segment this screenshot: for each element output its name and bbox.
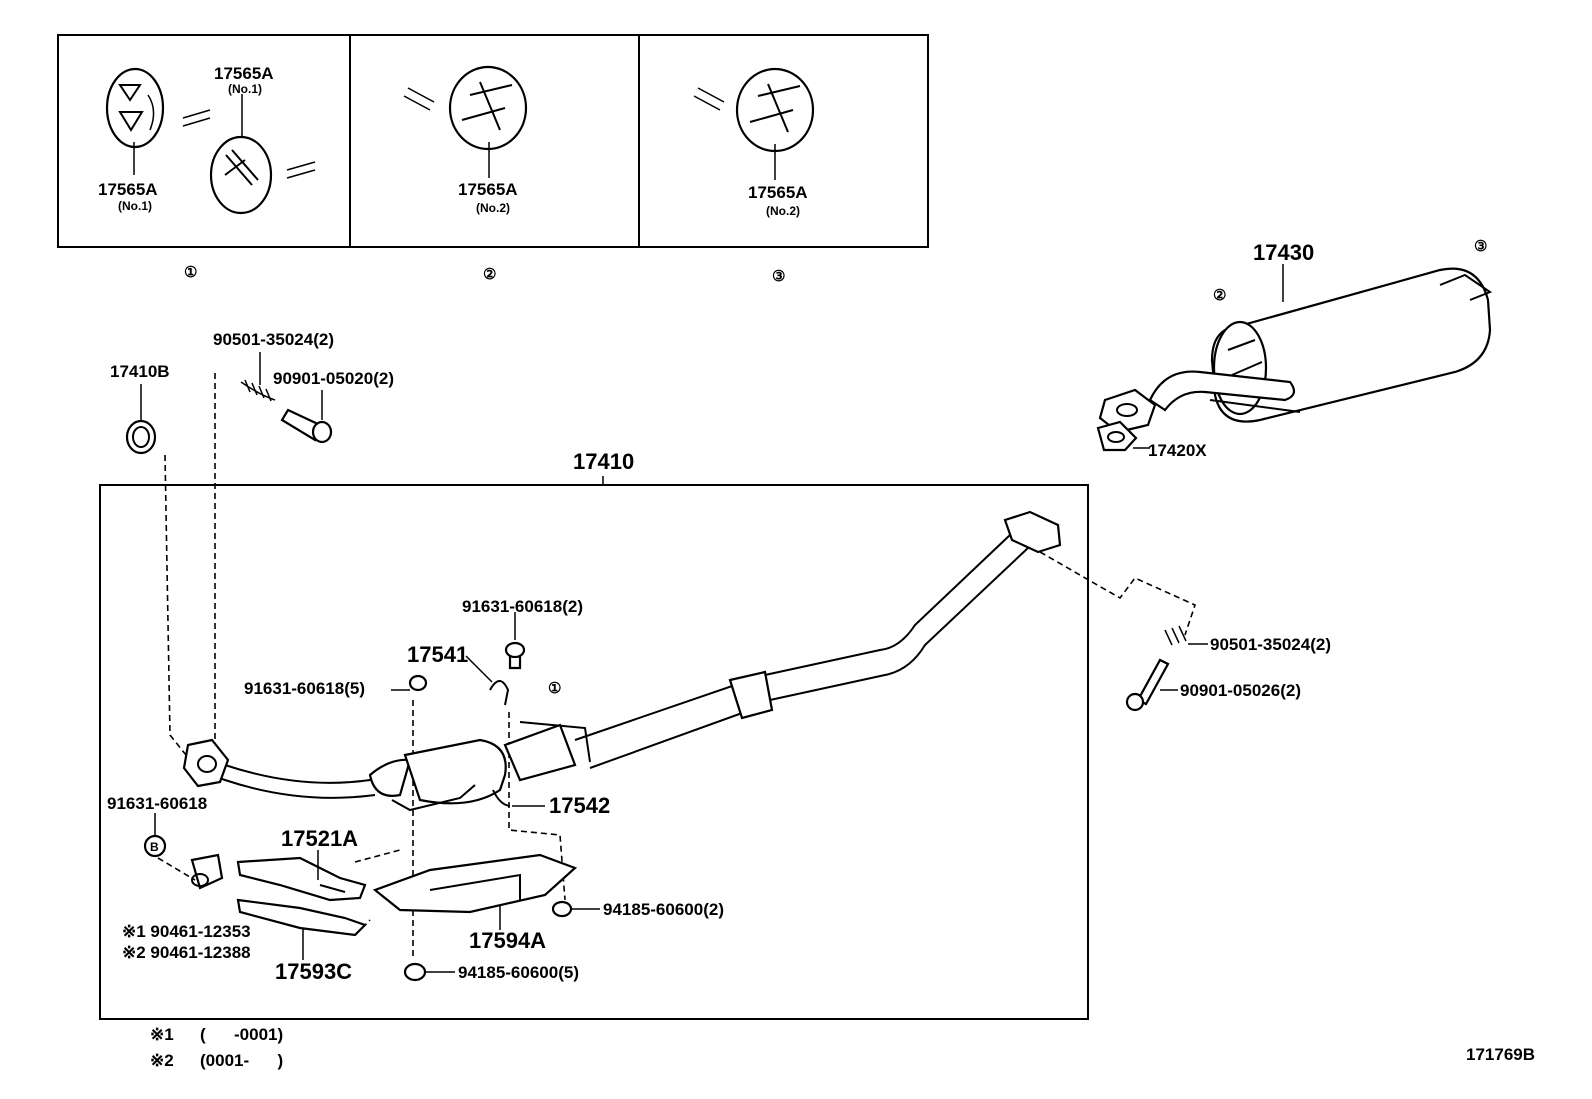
footnote-mark: ※2 xyxy=(150,1051,174,1070)
front-hardware xyxy=(125,352,333,455)
nut-icon xyxy=(403,962,427,982)
part-number-bolt-rear: 90901-05026(2) xyxy=(1180,681,1301,700)
flange-icon xyxy=(182,738,230,788)
footnotes: ※1 ( -0001) ※2 (0001- ) xyxy=(150,1025,283,1070)
inset-label-part: 17565A xyxy=(748,183,808,202)
heat-insulator-icon xyxy=(236,856,367,902)
inset-callout: ③ xyxy=(772,268,785,285)
exhaust-pipe xyxy=(182,510,1062,812)
part-number-spring-rear: 90501-35024(2) xyxy=(1210,635,1331,654)
part-number-clamp-1: ※1 90461-12353 xyxy=(122,922,251,941)
part-number-bolt-front: 90901-05020(2) xyxy=(273,369,394,388)
callout-b: B xyxy=(150,840,159,854)
hanger-rubber-icon xyxy=(448,65,528,151)
inset-label-part: 17565A xyxy=(458,180,518,199)
clamp-icon xyxy=(492,789,511,807)
screw-icon xyxy=(408,674,428,692)
part-number-clamp-lower: 17542 xyxy=(549,793,610,818)
callout-1: ① xyxy=(548,680,561,697)
heat-insulators xyxy=(143,813,600,982)
nut-icon xyxy=(551,900,573,918)
inset-frame xyxy=(57,34,929,248)
footnote-range: (0001- ) xyxy=(200,1051,283,1070)
part-number-screw-left: 91631-60618(5) xyxy=(244,679,365,698)
rear-hardware xyxy=(1125,625,1208,712)
inset-label-note: (No.2) xyxy=(476,201,510,215)
inset-panels: 17565A (No.1) 17565A (No.1) 17565A (No.2… xyxy=(57,34,929,285)
inset-label-part: 17565A xyxy=(98,180,158,199)
part-number-heat-insulator-b: 17594A xyxy=(469,928,546,953)
heat-insulator-icon xyxy=(236,898,368,937)
part-number-nut-right: 94185-60600(2) xyxy=(603,900,724,919)
inset-label-note: (No.1) xyxy=(118,199,152,213)
part-number-gasket-rear: 17420X xyxy=(1148,441,1207,460)
inset-panel-1: 17565A (No.1) 17565A (No.1) xyxy=(98,64,316,215)
part-number-screw-b: 91631-60618 xyxy=(107,794,207,813)
footnote-mark: ※1 xyxy=(150,1025,174,1044)
inset-panel-3: 17565A (No.2) xyxy=(693,67,815,218)
part-number-gasket-front: 17410B xyxy=(110,362,170,381)
small-hardware xyxy=(391,612,545,807)
catalytic-converter-icon xyxy=(403,738,507,805)
spring-icon xyxy=(240,381,276,401)
part-number-heat-insulator-a: 17521A xyxy=(281,826,358,851)
figure-id: 171769B xyxy=(1466,1045,1535,1064)
part-number-heat-insulator-c: 17593C xyxy=(275,959,352,984)
inset-label-note: (No.1) xyxy=(228,82,262,96)
gasket-icon xyxy=(125,419,157,455)
part-number-bracket-upper: 17541 xyxy=(407,642,468,667)
bracket-icon xyxy=(489,680,510,706)
muffler-assembly xyxy=(1096,264,1493,452)
inset-panel-2: 17565A (No.2) xyxy=(403,65,528,215)
spring-icon xyxy=(1164,625,1187,646)
callout-3: ③ xyxy=(1474,238,1487,255)
part-number-pipe-assembly: 17410 xyxy=(573,449,634,474)
pipe-assembly-box xyxy=(99,476,1089,1020)
inset-label-part: 17565A xyxy=(214,64,274,83)
part-number-screw-top: 91631-60618(2) xyxy=(462,597,583,616)
part-number-nut-bottom: 94185-60600(5) xyxy=(458,963,579,982)
footnote-range: ( -0001) xyxy=(200,1025,283,1044)
inset-callout: ① xyxy=(184,264,197,281)
inset-callout: ② xyxy=(483,266,496,283)
hanger-rubber-icon xyxy=(105,67,165,149)
part-number-clamp-2: ※2 90461-12388 xyxy=(122,943,251,962)
hanger-rubber-icon xyxy=(735,67,815,153)
inset-label-note: (No.2) xyxy=(766,204,800,218)
clamp-ring-icon xyxy=(190,853,224,890)
hanger-rubber-icon xyxy=(209,135,273,215)
callout-2: ② xyxy=(1213,287,1226,304)
part-number-muffler: 17430 xyxy=(1253,240,1314,265)
part-number-spring-front: 90501-35024(2) xyxy=(213,330,334,349)
